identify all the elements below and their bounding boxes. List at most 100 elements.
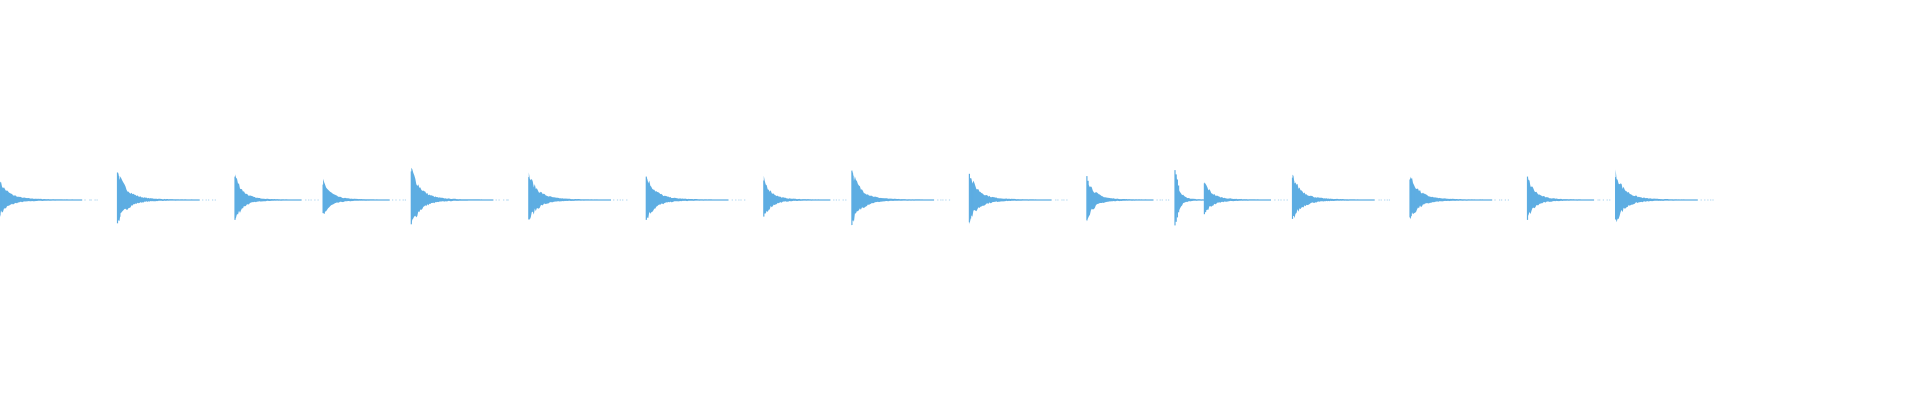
waveform-transient — [0, 181, 98, 218]
waveform-tail-dot — [619, 199, 621, 201]
waveform-tail-dot — [96, 199, 98, 201]
waveform-transient — [968, 173, 1068, 225]
waveform-transient — [1526, 176, 1611, 220]
waveform-envelope — [1615, 169, 1698, 223]
waveform-tail-dot — [1378, 199, 1380, 201]
waveform-envelope — [1175, 171, 1211, 225]
waveform-tail-dot — [89, 199, 91, 201]
waveform-tail-dot — [1274, 199, 1276, 201]
waveform-tail-dot — [1507, 199, 1509, 201]
waveform-envelope — [1410, 176, 1493, 220]
waveform-envelope — [235, 174, 302, 220]
waveform-tail-dot — [1707, 199, 1709, 201]
waveform-transient — [1614, 169, 1714, 223]
waveform-transient — [528, 172, 628, 220]
waveform-tail-dot — [1710, 199, 1712, 201]
waveform-tail-dot — [845, 199, 847, 201]
waveform-tail-dot — [942, 199, 944, 201]
waveform-tail-dot — [1061, 199, 1063, 201]
waveform-tail-dot — [1704, 199, 1706, 201]
waveform-tail-dot — [1380, 199, 1382, 201]
waveform-tail-dot — [1386, 199, 1388, 201]
waveform-tail-dot — [212, 199, 214, 201]
waveform-tail-dot — [1161, 199, 1163, 201]
waveform-tail-dot — [1280, 199, 1282, 201]
waveform-tail-dot — [626, 199, 628, 201]
waveform-tail-dot — [1283, 199, 1285, 201]
waveform-tail-dot — [1165, 199, 1167, 201]
waveform-tail-dot — [835, 199, 837, 201]
waveform-transient — [1203, 182, 1288, 215]
waveform-envelope — [851, 171, 935, 227]
waveform-tail-dot — [1286, 199, 1288, 201]
waveform-tail-dot — [948, 199, 951, 201]
waveform-tail-dot — [1055, 199, 1057, 201]
waveform-transient — [234, 174, 319, 220]
waveform-tail-dot — [740, 199, 742, 201]
waveform-tail-dot — [833, 199, 835, 201]
waveform-tail-dot — [1159, 199, 1161, 201]
waveform-tail-dot — [399, 199, 401, 201]
waveform-transient — [116, 172, 216, 224]
waveform-tail-dot — [1597, 199, 1599, 201]
waveform-tail-dot — [1606, 199, 1608, 201]
waveform-envelope — [763, 175, 831, 214]
waveform-transient — [1086, 176, 1170, 222]
waveform-tail-dot — [1599, 199, 1601, 201]
waveform-tail-dot — [495, 199, 497, 201]
waveform-tail-dot — [1168, 199, 1170, 201]
waveform-envelope — [117, 172, 200, 223]
waveform-envelope — [1204, 182, 1271, 215]
waveform-transient — [410, 167, 509, 225]
waveform-tail-dot — [402, 199, 404, 201]
waveform-envelope — [646, 177, 729, 220]
waveform-tail-dot — [202, 199, 204, 201]
waveform-tail-dot — [1602, 199, 1604, 201]
waveform-tail-dot — [404, 199, 406, 201]
waveform-tail-dot — [1499, 199, 1501, 201]
waveform-tail-dot — [395, 199, 397, 201]
waveform-tail-dot — [507, 199, 509, 201]
waveform-tail-dot — [503, 199, 505, 201]
waveform-tail-dot — [208, 199, 210, 201]
waveform-tail-dot — [84, 199, 86, 201]
waveform-tail-dot — [842, 199, 844, 201]
waveform-envelope — [323, 178, 390, 214]
waveform-tail-dot — [1700, 199, 1702, 201]
waveform-tail-dot — [731, 199, 733, 201]
waveform-envelope — [1527, 176, 1595, 217]
waveform-tail-dot — [1057, 199, 1059, 201]
waveform-transient — [1409, 176, 1509, 220]
waveform-tail-dot — [940, 199, 942, 201]
waveform-envelope — [0, 181, 83, 218]
waveform-tail-dot — [1501, 199, 1503, 201]
waveform-tail-dot — [613, 199, 615, 201]
waveform-transient — [1174, 170, 1228, 226]
waveform-tail-dot — [744, 199, 746, 201]
waveform-tail-dot — [945, 199, 947, 201]
waveform-tail-dot — [308, 199, 310, 201]
waveform-tail-dot — [90, 199, 92, 201]
waveform-tail-dot — [616, 199, 619, 201]
waveform-tail-dot — [1063, 199, 1065, 201]
waveform-transient — [851, 170, 951, 227]
waveform-tail-dot — [1609, 199, 1611, 201]
waveform-envelope — [1292, 174, 1375, 219]
waveform-envelope — [528, 172, 611, 220]
waveform-tail-dot — [214, 199, 216, 201]
waveform-transient — [322, 178, 406, 214]
waveform-tail-dot — [392, 199, 394, 201]
waveform-tail-dot — [738, 199, 740, 201]
waveform-tail-dot — [1156, 199, 1158, 201]
waveform-transient — [645, 176, 746, 220]
waveform-tail-dot — [1494, 199, 1496, 201]
waveform-tail-dot — [735, 199, 737, 201]
waveform-tail-dot — [622, 199, 624, 201]
waveform-envelope — [969, 178, 1052, 225]
waveform-tail-dot — [1066, 199, 1068, 201]
waveform-transient — [763, 175, 847, 217]
waveform-tail-dot — [1712, 199, 1714, 201]
waveform-tail-dot — [310, 199, 312, 201]
